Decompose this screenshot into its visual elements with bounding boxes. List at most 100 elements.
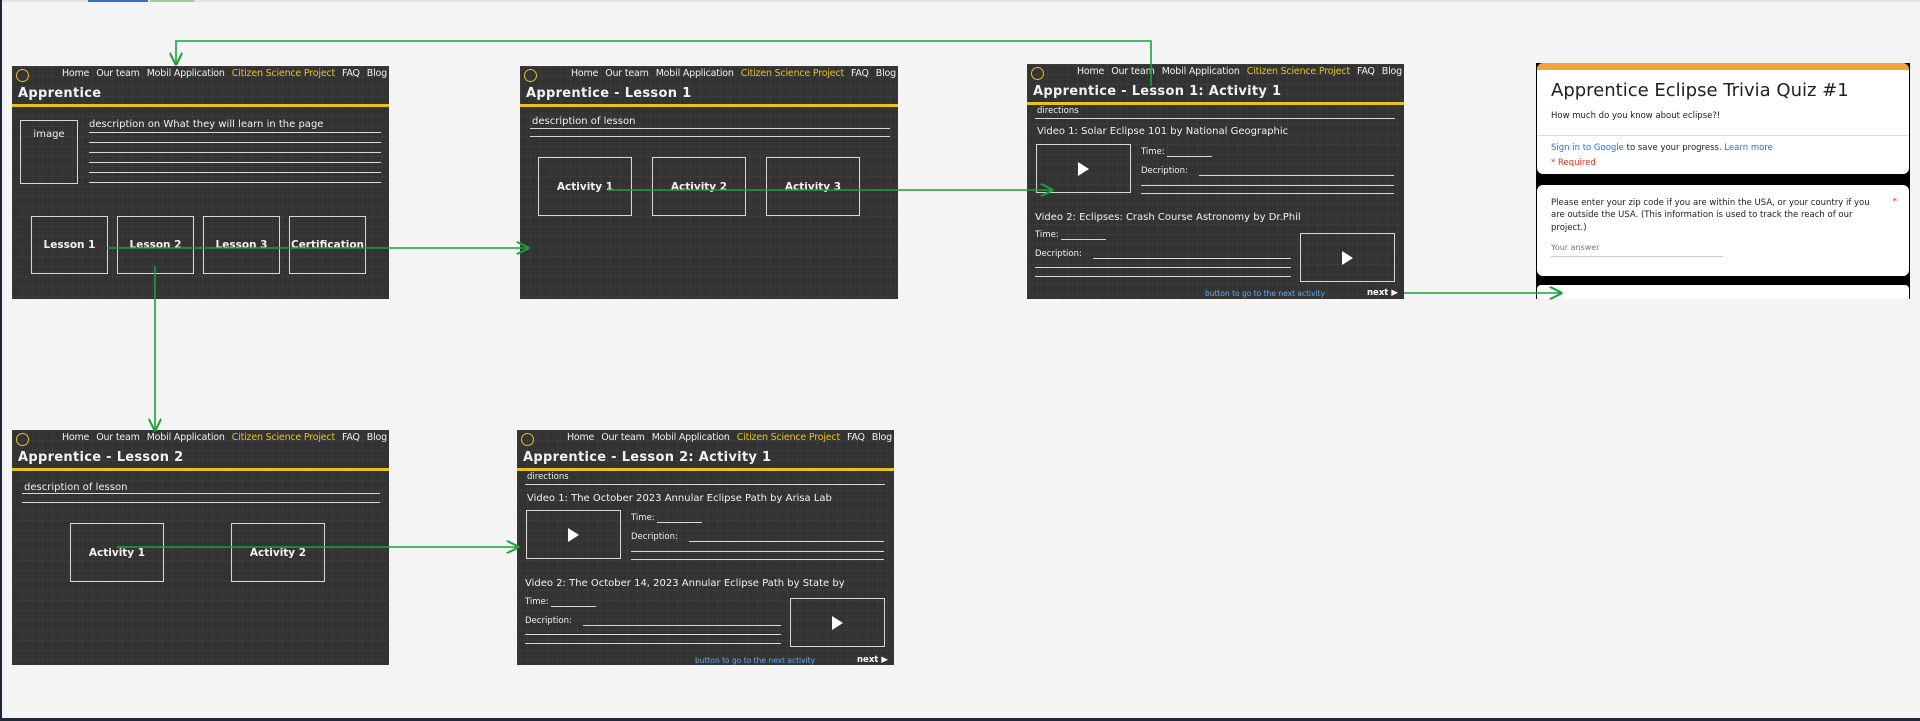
video-1-title: Video 1: Solar Eclipse 101 by National G… bbox=[1037, 126, 1289, 137]
text-line bbox=[1035, 118, 1395, 119]
nav-app[interactable]: Mobil Application bbox=[655, 68, 734, 79]
play-icon bbox=[1342, 250, 1353, 265]
nav-home[interactable]: Home bbox=[570, 68, 599, 79]
nav-blog[interactable]: Blog bbox=[871, 432, 892, 443]
page-title: Apprentice - Lesson 2: Activity 1 bbox=[523, 450, 772, 465]
nav-faq[interactable]: FAQ bbox=[341, 68, 360, 79]
nav-home[interactable]: Home bbox=[1076, 66, 1105, 77]
logo-icon bbox=[524, 69, 537, 82]
video-1-player[interactable] bbox=[1036, 144, 1131, 193]
nav-citizen[interactable]: Citizen Science Project bbox=[736, 432, 840, 443]
text-line bbox=[530, 136, 890, 137]
activity-2-button[interactable]: Activity 2 bbox=[652, 157, 746, 216]
video-2-title: Video 2: Eclipses: Crash Course Astronom… bbox=[1035, 212, 1301, 223]
nav-bar: Home Our team Mobil Application Citizen … bbox=[567, 432, 892, 443]
nav-citizen[interactable]: Citizen Science Project bbox=[231, 432, 335, 443]
nav-app[interactable]: Mobil Application bbox=[651, 432, 730, 443]
board-lesson-2: Home Our team Mobil Application Citizen … bbox=[12, 430, 389, 665]
nav-citizen[interactable]: Citizen Science Project bbox=[1246, 66, 1350, 77]
description-label: Decription: bbox=[1141, 166, 1188, 176]
accent-line bbox=[12, 468, 389, 471]
learn-more-link[interactable]: Learn more bbox=[1724, 143, 1773, 153]
nav-bar: Home Our team Mobil Application Citizen … bbox=[62, 68, 387, 79]
lesson-3-button[interactable]: Lesson 3 bbox=[203, 216, 280, 274]
text-line bbox=[22, 502, 380, 503]
next-hint: button to go to the next activity bbox=[1205, 289, 1326, 298]
next-card bbox=[1537, 285, 1909, 299]
image-placeholder: image bbox=[20, 120, 78, 184]
frame-left-edge bbox=[0, 0, 2, 721]
text-line bbox=[1093, 258, 1291, 259]
description-label: Decription: bbox=[631, 532, 678, 542]
description-label: Decription: bbox=[525, 616, 572, 626]
text-line bbox=[631, 551, 884, 552]
nav-team[interactable]: Our team bbox=[1111, 66, 1155, 77]
activity-1-button[interactable]: Activity 1 bbox=[70, 523, 164, 582]
video-2-player[interactable] bbox=[790, 598, 885, 647]
lesson-1-button[interactable]: Lesson 1 bbox=[31, 216, 108, 274]
video-2-title: Video 2: The October 14, 2023 Annular Ec… bbox=[525, 578, 845, 589]
nav-blog[interactable]: Blog bbox=[1381, 66, 1402, 77]
board-apprentice: Home Our team Mobil Application Citizen … bbox=[12, 66, 389, 299]
logo-icon bbox=[1031, 67, 1044, 80]
next-button[interactable]: next ▶ bbox=[857, 655, 888, 665]
text-line bbox=[22, 493, 380, 494]
nav-faq[interactable]: FAQ bbox=[846, 432, 865, 443]
video-1-player[interactable] bbox=[526, 510, 621, 559]
board-header: Home Our team Mobil Application Citizen … bbox=[1027, 64, 1404, 102]
sign-in-link[interactable]: Sign in to Google bbox=[1551, 143, 1624, 153]
page-title: Apprentice - Lesson 1: Activity 1 bbox=[1033, 84, 1282, 99]
nav-citizen[interactable]: Citizen Science Project bbox=[231, 68, 335, 79]
nav-team[interactable]: Our team bbox=[96, 432, 140, 443]
time-label: Time: bbox=[631, 513, 655, 523]
activity-2-button[interactable]: Activity 2 bbox=[231, 523, 325, 582]
text-line bbox=[657, 522, 702, 523]
nav-team[interactable]: Our team bbox=[605, 68, 649, 79]
text-line bbox=[89, 142, 381, 143]
nav-blog[interactable]: Blog bbox=[366, 432, 387, 443]
required-star: * bbox=[1892, 197, 1898, 207]
question-card: Please enter your zip code if you are wi… bbox=[1537, 185, 1909, 276]
time-label: Time: bbox=[1035, 230, 1059, 240]
nav-faq[interactable]: FAQ bbox=[1356, 66, 1375, 77]
nav-team[interactable]: Our team bbox=[96, 68, 140, 79]
nav-app[interactable]: Mobil Application bbox=[1161, 66, 1240, 77]
divider bbox=[1537, 135, 1909, 136]
quiz-form: Apprentice Eclipse Trivia Quiz #1 How mu… bbox=[1536, 63, 1910, 299]
nav-home[interactable]: Home bbox=[566, 432, 595, 443]
sign-in-row: Sign in to Google to save your progress.… bbox=[1551, 143, 1773, 153]
nav-team[interactable]: Our team bbox=[601, 432, 645, 443]
video-2-player[interactable] bbox=[1300, 233, 1395, 282]
answer-input[interactable]: Your answer bbox=[1551, 243, 1600, 252]
question-text: Please enter your zip code if you are wi… bbox=[1551, 198, 1870, 233]
logo-icon bbox=[16, 69, 29, 82]
frame-bottom-edge bbox=[0, 718, 1920, 721]
lesson-2-button[interactable]: Lesson 2 bbox=[117, 216, 194, 274]
text-line bbox=[525, 634, 781, 635]
logo-icon bbox=[521, 433, 534, 446]
nav-home[interactable]: Home bbox=[61, 68, 90, 79]
nav-app[interactable]: Mobil Application bbox=[146, 68, 225, 79]
nav-app[interactable]: Mobil Application bbox=[146, 432, 225, 443]
next-button[interactable]: next ▶ bbox=[1367, 288, 1398, 298]
certification-button[interactable]: Certification bbox=[289, 216, 366, 274]
page-description: description on What they will learn in t… bbox=[89, 119, 324, 130]
nav-citizen[interactable]: Citizen Science Project bbox=[740, 68, 844, 79]
required-note: * Required bbox=[1551, 158, 1596, 168]
time-label: Time: bbox=[525, 597, 549, 607]
time-label: Time: bbox=[1141, 147, 1165, 157]
activity-3-button[interactable]: Activity 3 bbox=[766, 157, 860, 216]
text-line bbox=[89, 162, 381, 163]
lesson-description: description of lesson bbox=[24, 482, 128, 493]
nav-blog[interactable]: Blog bbox=[366, 68, 387, 79]
nav-home[interactable]: Home bbox=[61, 432, 90, 443]
text-line bbox=[583, 625, 781, 626]
activity-1-button[interactable]: Activity 1 bbox=[538, 157, 632, 216]
nav-blog[interactable]: Blog bbox=[875, 68, 896, 79]
text-line bbox=[1141, 193, 1394, 194]
nav-faq[interactable]: FAQ bbox=[341, 432, 360, 443]
nav-faq[interactable]: FAQ bbox=[850, 68, 869, 79]
board-lesson-2-activity-1: Home Our team Mobil Application Citizen … bbox=[517, 430, 894, 665]
board-header: Home Our team Mobil Application Citizen … bbox=[12, 430, 389, 468]
accent-line bbox=[517, 468, 894, 471]
